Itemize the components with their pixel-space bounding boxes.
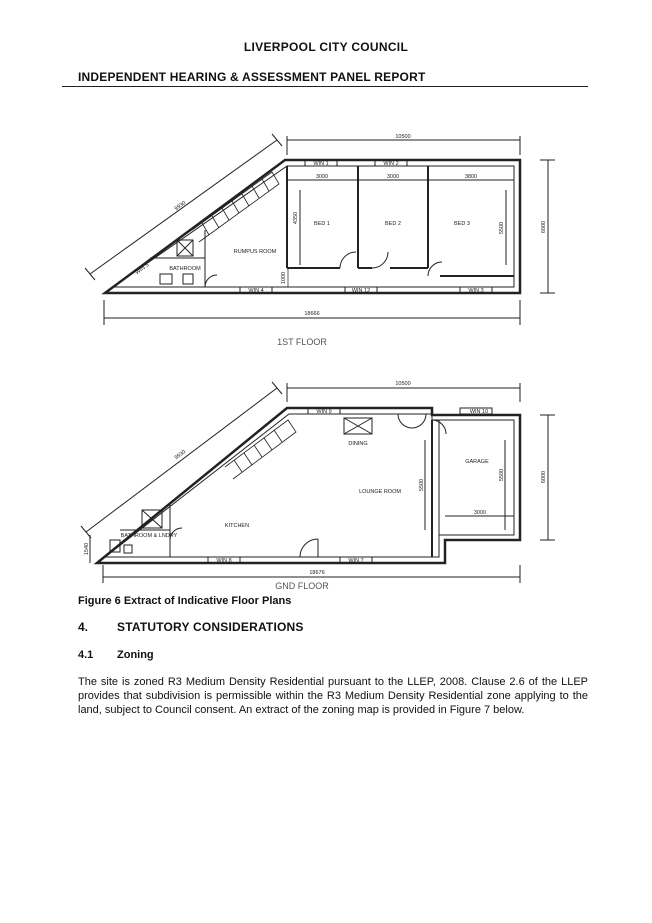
gf-win-7: WIN 7 — [348, 558, 363, 564]
gf-dim-bottom: 18676 — [309, 570, 324, 576]
gf-title: GND FLOOR — [275, 581, 329, 591]
ff-dim-bed1-depth: 4350 — [293, 212, 299, 224]
ff-dim-bed3: 3800 — [465, 174, 477, 180]
ff-dim-hall: 1000 — [281, 272, 287, 284]
ff-win-5: WIN 5 — [134, 262, 150, 276]
gf-room-garage: GARAGE — [465, 459, 489, 465]
ground-floor-outline — [93, 406, 522, 565]
zoning-paragraph: The site is zoned R3 Medium Density Resi… — [78, 676, 588, 716]
gf-dim-garage-width: 3000 — [474, 510, 486, 516]
first-floor-plan — [84, 133, 555, 325]
report-title: INDEPENDENT HEARING & ASSESSMENT PANEL R… — [78, 70, 426, 84]
header-rule — [62, 86, 588, 87]
figure-caption: Figure 6 Extract of Indicative Floor Pla… — [78, 595, 292, 607]
ff-win-2: WIN 2 — [383, 161, 398, 167]
ff-room-bed3: BED 3 — [454, 221, 470, 227]
gf-room-bath-laundry: BATHROOM & LNDRY — [121, 533, 178, 539]
ff-win-12: WIN 12 — [352, 288, 370, 294]
gf-dim-diagonal: 9930 — [174, 449, 187, 461]
ff-win-1: WIN 1 — [313, 161, 328, 167]
gf-dim-garage: 5500 — [499, 469, 505, 481]
ff-dim-top: 10500 — [395, 134, 410, 140]
gf-room-dining: DINING — [348, 441, 367, 447]
gf-dim-left: 1540 — [84, 543, 90, 555]
subsection-title: Zoning — [117, 649, 154, 661]
first-floor-outline — [101, 158, 522, 295]
gf-win-8: WIN 8 — [216, 558, 231, 564]
ff-dim-bed3-depth: 5500 — [499, 222, 505, 234]
gf-win-9: WIN 9 — [316, 409, 331, 415]
ff-title: 1ST FLOOR — [277, 337, 327, 347]
ff-room-bathroom: BATHROOM — [169, 266, 201, 272]
gf-dim-lounge: 5500 — [419, 479, 425, 491]
ff-room-bed2: BED 2 — [385, 221, 401, 227]
gf-dim-top: 10500 — [395, 381, 410, 387]
section-title: STATUTORY CONSIDERATIONS — [117, 620, 304, 634]
ff-dim-bottom: 18666 — [304, 311, 319, 317]
ff-win-4: WIN 4 — [248, 288, 263, 294]
ff-dim-diagonal: 9930 — [174, 200, 187, 212]
ff-win-3: WIN 3 — [468, 288, 483, 294]
gf-dim-right: 6000 — [541, 471, 547, 483]
section-number: 4. — [78, 620, 89, 634]
gf-room-lounge: LOUNGE ROOM — [359, 489, 401, 495]
ff-dim-bed2: 3000 — [387, 174, 399, 180]
ff-dim-right: 6000 — [541, 221, 547, 233]
ground-floor-plan — [80, 381, 555, 583]
ff-room-bed1: BED 1 — [314, 221, 330, 227]
floor-plans-figure: 10500 9930 3000 3000 3800 4350 5500 1000… — [80, 133, 555, 591]
gf-win-10: WIN 10 — [470, 409, 488, 415]
council-name: LIVERPOOL CITY COUNCIL — [243, 40, 409, 54]
ff-dim-bed1: 3000 — [316, 174, 328, 180]
gf-room-kitchen: KITCHEN — [225, 523, 249, 529]
subsection-number: 4.1 — [78, 649, 94, 661]
ff-room-rumpus: RUMPUS ROOM — [234, 249, 277, 255]
